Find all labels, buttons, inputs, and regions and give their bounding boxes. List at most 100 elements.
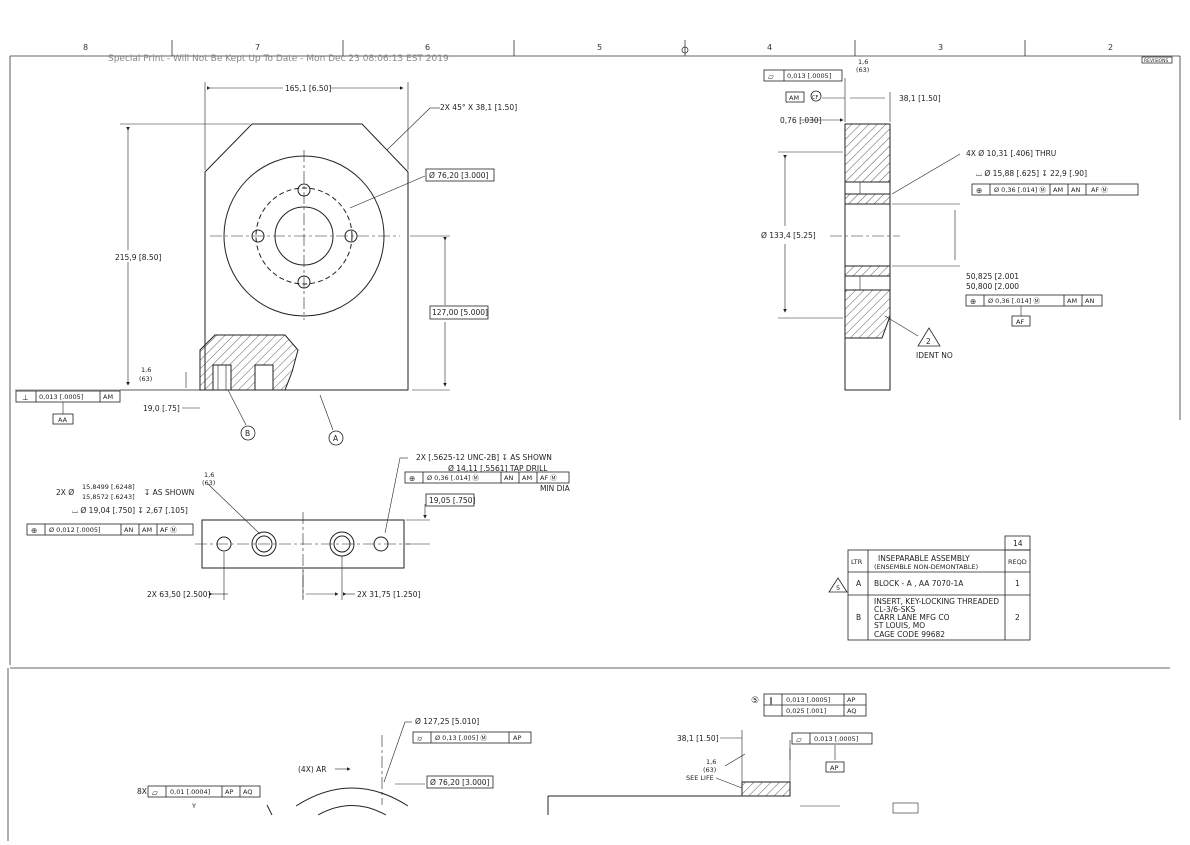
zone-labels: 8 7 6 5 4 3 2 [83, 43, 1113, 52]
row-description: ST LOUIS, MO [874, 621, 925, 630]
datum-af-label: AF [1016, 318, 1024, 326]
datum-am: AM CF [785, 90, 822, 103]
bore-dimension: Ø 76,20 [3.000] [430, 778, 490, 787]
finish-mark: 1,6 [706, 758, 716, 766]
lower-left-partial-view [266, 735, 409, 816]
bore-tolerance-lower: 50,800 [2.000 [966, 282, 1019, 291]
fcf-symbol: ⏥ [796, 735, 802, 744]
datum-af: AF [1011, 306, 1031, 327]
counterbore-note: ⌴ Ø 15,88 [.625] ↧ 22,9 [.90] [976, 169, 1087, 178]
row-letter: A [856, 579, 862, 588]
block-side-section [830, 123, 900, 391]
fcf-datum: AF Ⓜ [160, 526, 177, 534]
fcf-datum: AM [103, 393, 113, 401]
fcf-tolerance: 0,025 [.001] [786, 707, 826, 715]
lower-left-profile-frame: ⏥ 0,01 [.0004] AP AQ [147, 785, 261, 798]
zone-label: 2 [1108, 43, 1113, 52]
fcf-datum: AF Ⓜ [540, 474, 557, 482]
block-bottom-view [195, 512, 410, 598]
parts-list-table [847, 535, 1031, 641]
fcf-datum: AQ [847, 707, 856, 715]
holes-note: 4X Ø 10,31 [.406] THRU [966, 149, 1056, 158]
thread-position-frame: ⊕ Ø 0,36 [.014] Ⓜ AN AM AF Ⓜ [404, 471, 570, 484]
balloon-a: A [328, 430, 344, 446]
fcf-tolerance: Ø 0,36 [.014] Ⓜ [427, 474, 479, 482]
fcf-datum: AM [142, 526, 152, 534]
lower-right-circle-symbol: ⑤ [751, 696, 759, 706]
row-quantity: 2 [1015, 613, 1020, 622]
fcf-datum: AP [225, 788, 233, 796]
pin-counterbore-note: ⌴ Ø 19,04 [.750] ↧ 2,67 [.105] [72, 506, 188, 515]
zone-label: 4 [767, 43, 772, 52]
print-stamp: Special Print - Will Not Be Kept Up To D… [108, 54, 449, 64]
chamfer-note: 2X 45° X 38,1 [1.50] [440, 103, 517, 112]
fcf-symbol: ⊕ [31, 526, 37, 535]
finish-mark-sub: (63) [139, 375, 152, 383]
min-dia-note: MIN DIA [540, 484, 571, 493]
spacing-dimension: 2X 63,50 [2.500] [147, 590, 211, 599]
datum-reference-note: (4X) AR [298, 765, 327, 774]
flatness-control-frame: ⊥ 0,013 [.0005] AM [15, 390, 121, 403]
fcf-symbol: ⊕ [976, 186, 982, 195]
table-row: A BLOCK - A , AA 7070-1A 1 [856, 579, 1020, 588]
feature-count-prefix: 8X [137, 787, 147, 796]
fcf-datum: AQ [243, 788, 252, 796]
fcf-symbol: ∥ [769, 696, 773, 705]
lower-left-leaders [335, 721, 425, 785]
lower-right-note: SEE LIFE [686, 774, 714, 782]
sheet-frame [7, 40, 1181, 841]
fcf-tolerance: 0,013 [.0005] [814, 735, 858, 743]
fcf-tolerance: 0,01 [.0004] [170, 788, 210, 796]
datum-ap-label: AP [830, 764, 838, 772]
center-dimension: 127,00 [5.000] [432, 308, 488, 317]
column-header-ltr: LTR [851, 558, 863, 566]
bore-position-frame: ⊕ Ø 0,36 [.014] Ⓜ AM AN [965, 294, 1103, 307]
fcf-tolerance: Ø 0,012 [.0005] [49, 526, 101, 534]
fcf-datum: AN [1071, 186, 1080, 194]
lower-right-partial-view [547, 730, 919, 815]
datum-am-label: AM [789, 94, 799, 102]
holes-position-frame: ⊕ Ø 0,36 [.014] Ⓜ AM AN AF Ⓜ [971, 183, 1139, 196]
balloon-a-label: A [333, 434, 339, 443]
fcf-datum: AP [847, 696, 855, 704]
fcf-datum: AP [513, 734, 521, 742]
step-dimension: 19,0 [.75] [143, 404, 180, 413]
bottom-view-dimension-lines [207, 457, 430, 600]
pin-note-prefix: 2X Ø [56, 488, 74, 497]
revision-flag-triangle: 5 [828, 577, 848, 593]
ident-triangle: 2 [917, 327, 941, 347]
fcf-symbol: ⌭ [417, 734, 423, 743]
fcf-symbol: ⊥ [22, 393, 29, 402]
fcf-tolerance: 0,013 [.0005] [786, 696, 830, 704]
row-description: BLOCK - A , AA 7070-1A [874, 579, 964, 588]
revisions-label: REVISIONS [1144, 58, 1168, 64]
finish-mark: 1,6 [858, 58, 868, 66]
zone-label: 3 [938, 43, 943, 52]
fcf-tolerance: 0,013 [.0005] [787, 72, 831, 80]
edge-dimension: 19,05 [.750] [429, 496, 475, 505]
fcf-symbol: ⏥ [152, 788, 158, 797]
fcf-tolerance: Ø 0,36 [.014] Ⓜ [994, 186, 1046, 194]
block-section-cut [199, 334, 299, 391]
top-view-dimension-lines [15, 82, 450, 431]
revision-flag-label: 5 [836, 584, 840, 592]
lip-dimension: 0,76 [.030] [780, 116, 822, 125]
pin-note-suffix: ↧ AS SHOWN [144, 488, 194, 497]
fcf-datum: AN [124, 526, 133, 534]
fcf-symbol: ⊕ [409, 474, 415, 483]
fcf-tolerance: Ø 0,36 [.014] Ⓜ [988, 297, 1040, 305]
pin-diameter-upper: 15,8499 [.6248] [82, 483, 135, 491]
table-row: B INSERT, KEY-LOCKING THREADED CL-3/6-SK… [856, 597, 1020, 639]
row-description: CARR LANE MFG CO [874, 613, 950, 622]
fcf-datum: AM [1067, 297, 1077, 305]
bore-tolerance-upper: 50,825 [2.001 [966, 272, 1019, 281]
finish-mark-sub: (63) [202, 479, 215, 487]
thickness-dimension: 38,1 [1.50] [677, 734, 719, 743]
zone-label: 6 [425, 43, 430, 52]
pin-diameter-lower: 15,8572 [.6243] [82, 493, 135, 501]
offset-dimension: 2X 31,75 [1.250] [357, 590, 421, 599]
datum-ap: AP [825, 761, 845, 773]
outer-diameter-dimension: Ø 127,25 [5.010] [415, 717, 479, 726]
